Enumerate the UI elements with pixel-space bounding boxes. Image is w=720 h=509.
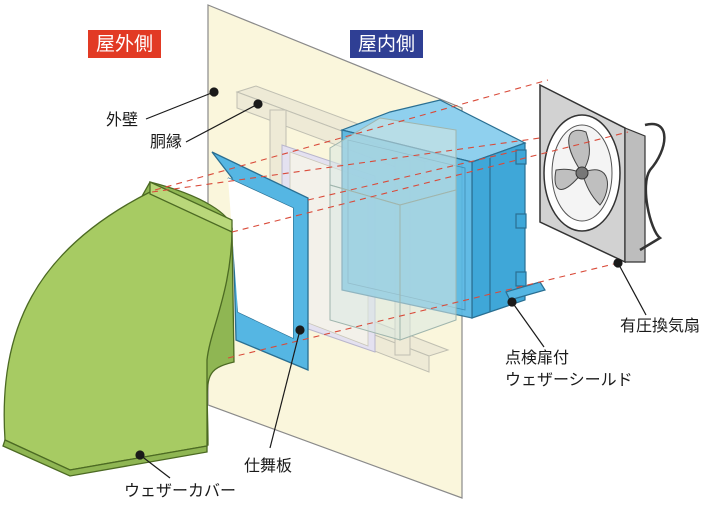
label-shield-line2: ウェザーシールド xyxy=(505,370,633,389)
label-fan: 有圧換気扇 xyxy=(620,316,701,335)
label-shield-line1: 点検扉付 xyxy=(505,348,570,367)
weather-cover xyxy=(2,180,235,477)
pressure-fan xyxy=(539,83,666,264)
leader-lines xyxy=(135,87,647,479)
label-frame: 胴縁 xyxy=(150,132,183,151)
label-outer-wall: 外壁 xyxy=(106,110,139,129)
label-plate: 仕舞板 xyxy=(244,456,293,475)
label-cover: ウェザーカバー xyxy=(124,481,237,500)
outdoor-side-tag: 屋外側 xyxy=(88,30,162,58)
indoor-side-tag: 屋内側 xyxy=(350,30,424,58)
inner-housing xyxy=(329,117,457,341)
guide-lines xyxy=(151,79,629,359)
